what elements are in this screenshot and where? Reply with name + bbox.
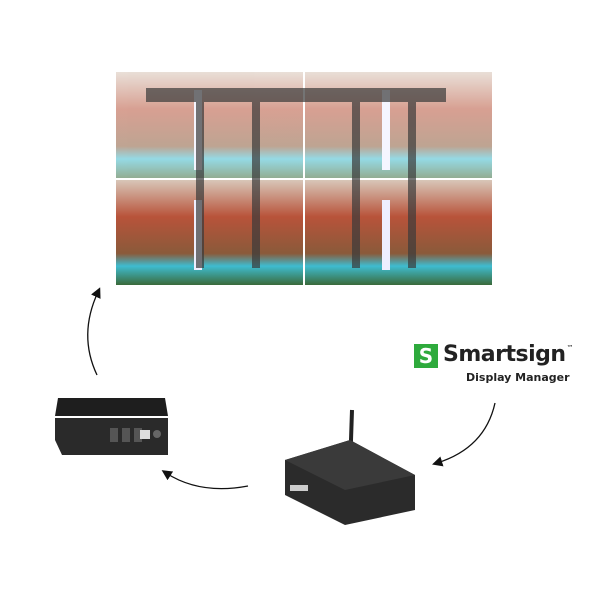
video-wall — [116, 72, 492, 285]
arrow-manager-to-player — [432, 402, 496, 467]
arrow-player-to-controller — [161, 470, 249, 490]
video-wall-controller — [55, 398, 168, 455]
wall-panel-top-right — [305, 72, 492, 178]
wall-mount-bracket — [146, 88, 446, 268]
arrow-controller-to-wall — [87, 287, 101, 376]
brand-row: S Smartsign ™ — [414, 341, 574, 369]
media-player — [285, 409, 415, 525]
wall-panel-bottom-right — [305, 180, 492, 285]
brand-name: Smartsign — [443, 342, 566, 367]
trademark: ™ — [566, 344, 574, 352]
wall-panel-top-left — [116, 72, 303, 178]
smartsign-mark-icon: S — [414, 344, 438, 368]
smartsign-logo: S Smartsign ™ Display Manager — [414, 341, 574, 385]
brand-subtitle: Display Manager — [466, 371, 570, 384]
wall-panel-bottom-left — [116, 180, 303, 285]
flow-arrows — [87, 287, 496, 490]
